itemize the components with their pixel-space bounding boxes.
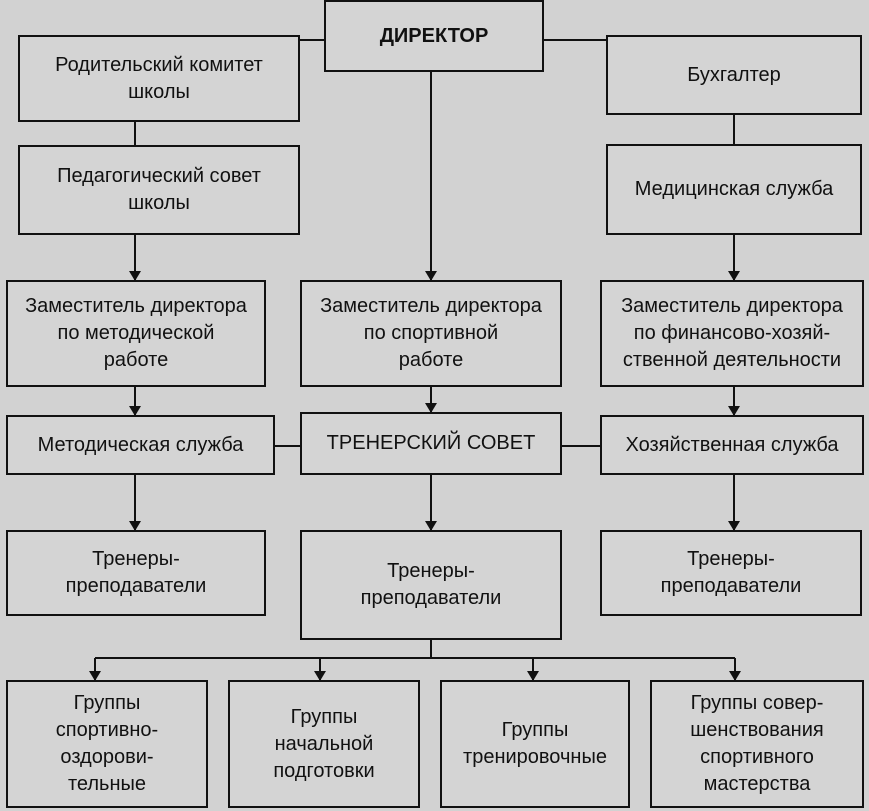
ped-council-box: Педагогический совет школы <box>18 145 300 235</box>
accountant-box: Бухгалтер <box>606 35 862 115</box>
methodical-service-box: Методическая служба <box>6 415 275 475</box>
deputy-sport-box: Заместитель директора по спортивной рабо… <box>300 280 562 387</box>
director-box: ДИРЕКТОР <box>324 0 544 72</box>
parent-committee-box: Родительский комитет школы <box>18 35 300 122</box>
coach-council-box: ТРЕНЕРСКИЙ СОВЕТ <box>300 412 562 475</box>
household-service-box: Хозяйственная служба <box>600 415 864 475</box>
groups-initial-box: Группы начальной подготовки <box>228 680 420 808</box>
deputy-methodical-box: Заместитель директора по методической ра… <box>6 280 266 387</box>
coaches-right-box: Тренеры- преподаватели <box>600 530 862 616</box>
groups-health-box: Группы спортивно- оздорови- тельные <box>6 680 208 808</box>
coaches-center-box: Тренеры- преподаватели <box>300 530 562 640</box>
deputy-finance-box: Заместитель директора по финансово-хозяй… <box>600 280 864 387</box>
medical-service-box: Медицинская служба <box>606 144 862 235</box>
coaches-left-box: Тренеры- преподаватели <box>6 530 266 616</box>
groups-training-box: Группы тренировочные <box>440 680 630 808</box>
groups-mastery-box: Группы совер- шенствования спортивного м… <box>650 680 864 808</box>
